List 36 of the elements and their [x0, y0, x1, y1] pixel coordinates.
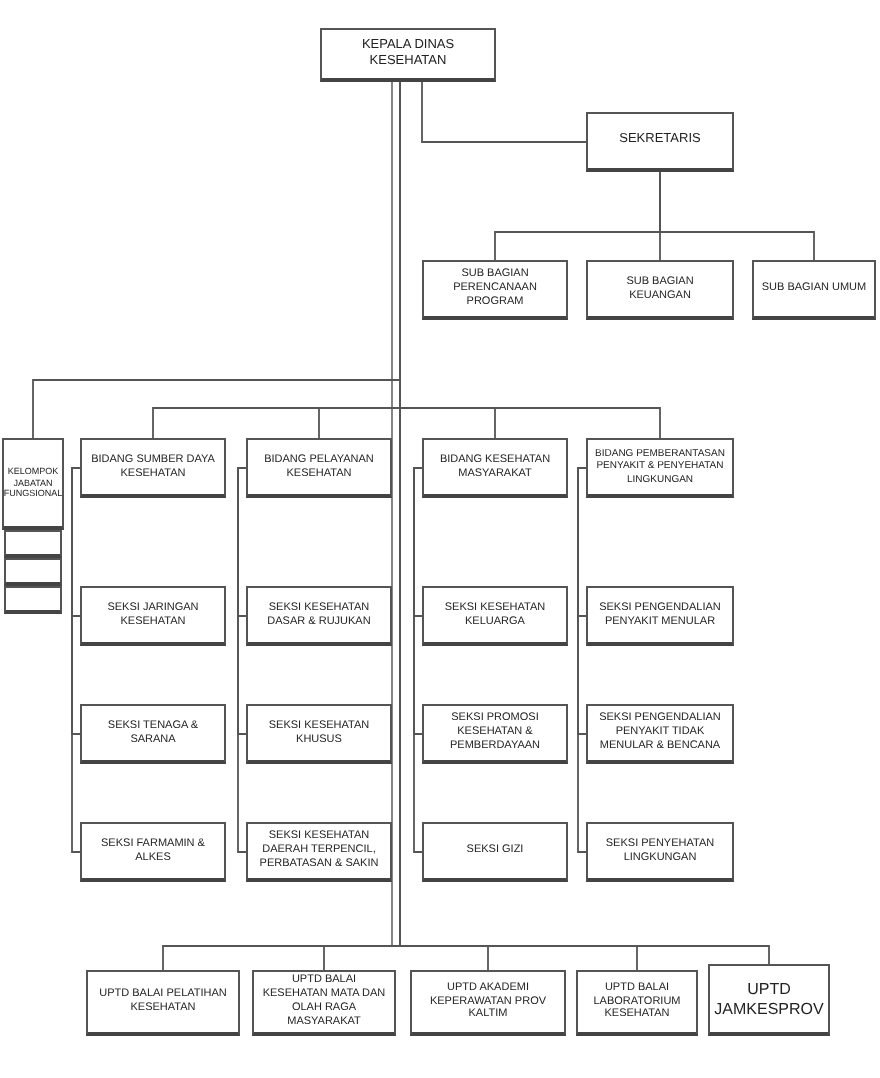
- org-box: [320, 28, 496, 82]
- org-box: [586, 822, 734, 882]
- org-box: [422, 586, 568, 646]
- org-box: [576, 970, 698, 1036]
- org-box: [80, 704, 226, 764]
- org-box: [586, 438, 734, 498]
- org-box: [410, 970, 566, 1036]
- org-box: [86, 970, 240, 1036]
- org-box: [246, 822, 392, 882]
- org-box: [708, 964, 830, 1036]
- connector-line: [413, 467, 423, 853]
- org-box: [586, 112, 734, 172]
- connector-line: [71, 467, 81, 853]
- empty-box: [4, 586, 62, 614]
- org-box: [586, 704, 734, 764]
- org-box: [422, 704, 568, 764]
- connector-line: [577, 467, 587, 853]
- org-box: [80, 586, 226, 646]
- org-box: [752, 260, 876, 320]
- org-box: [586, 586, 734, 646]
- org-box: [246, 586, 392, 646]
- org-box: [586, 260, 734, 320]
- connector-line: [659, 171, 815, 261]
- org-box: [422, 822, 568, 882]
- org-box: [80, 822, 226, 882]
- org-box: [2, 438, 64, 530]
- connector-line: [421, 81, 587, 143]
- org-box: [422, 260, 568, 320]
- org-box: [246, 704, 392, 764]
- org-box: [422, 438, 568, 498]
- empty-box: [4, 558, 62, 586]
- org-box: [246, 438, 392, 498]
- connector-line: [237, 467, 247, 853]
- empty-box: [4, 530, 62, 558]
- box-label: UPTD JAMKESPROV: [714, 979, 824, 1019]
- org-box: [80, 438, 226, 498]
